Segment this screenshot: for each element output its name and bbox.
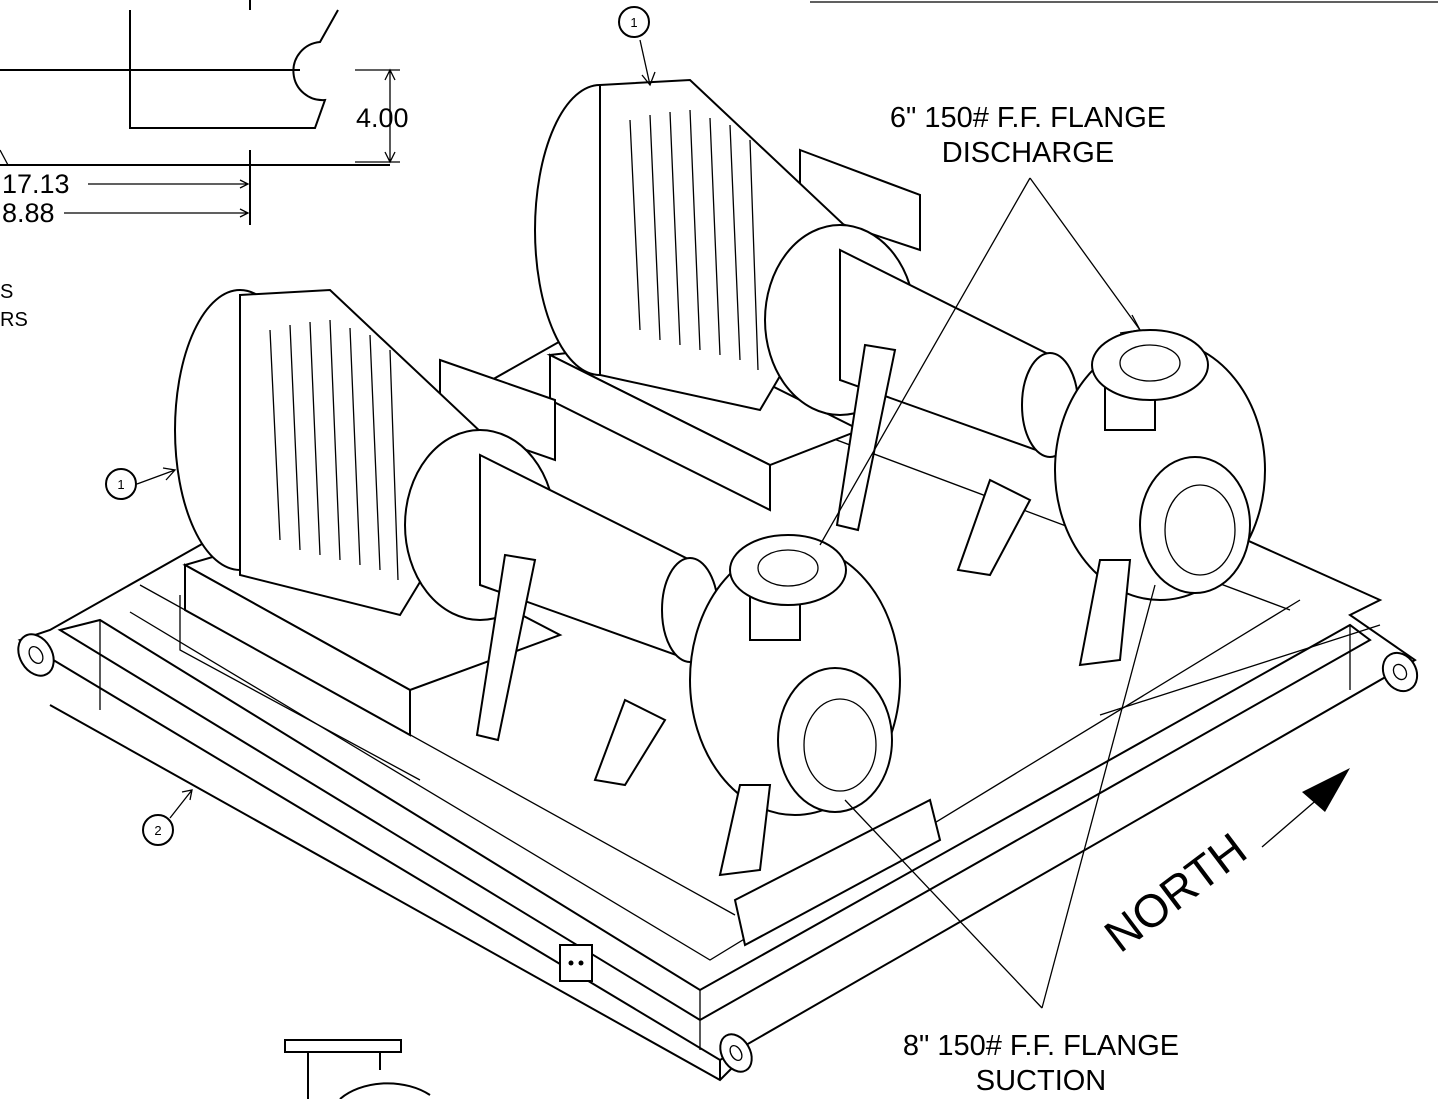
- side-text-line1: S: [0, 281, 13, 303]
- balloon-1-rear-leader: [639, 39, 656, 87]
- discharge-arrowhead-rear: [1119, 314, 1142, 334]
- front-pump-pedestal: [733, 798, 942, 947]
- discharge-label-line2: DISCHARGE: [942, 137, 1114, 169]
- north-arrow-head: [1302, 768, 1350, 812]
- height-dimension-text: 4.00: [356, 103, 409, 133]
- rear-pump-set: [534, 78, 1266, 667]
- partial-pump-outline: [307, 1052, 431, 1100]
- dimension-b-text: 8.88: [2, 198, 55, 228]
- front-suction-flange: [777, 667, 893, 813]
- detail-view: 4.00 17.13 8.88 S RS: [0, 0, 409, 331]
- north-label: NORTH: [1095, 822, 1256, 961]
- rear-discharge-bore: [1119, 344, 1181, 382]
- ground-lug-bolt: [568, 960, 574, 966]
- balloon-motor-front-text: 1: [117, 477, 124, 492]
- front-pump-foot: [718, 784, 772, 877]
- dimension-a-text: 17.13: [2, 169, 70, 199]
- rear-pump-foot: [1078, 559, 1132, 667]
- suction-label-line2: SUCTION: [976, 1065, 1107, 1097]
- balloon-skid: [142, 814, 174, 846]
- partial-flange: [284, 1039, 402, 1053]
- rear-discharge-flange: [1091, 329, 1209, 401]
- side-text-line2: RS: [0, 309, 28, 331]
- lifting-lug-left: [17, 633, 55, 677]
- dimension-b-leader: [64, 208, 250, 218]
- front-suction-bore: [803, 698, 877, 792]
- lifting-lug-right: [1381, 651, 1419, 693]
- balloon-motor-front: [105, 468, 137, 500]
- front-discharge-bore: [757, 549, 819, 587]
- north-arrow-shaft: [1261, 796, 1321, 848]
- detail-outline: [0, 0, 390, 225]
- suction-leaders: [844, 584, 1156, 1009]
- balloon-motor-rear: [618, 6, 650, 38]
- front-support-strap: [475, 553, 537, 742]
- ground-lug-bolt: [578, 960, 584, 966]
- skid-inner-lines: [99, 599, 1351, 1050]
- discharge-label-line1: 6" 150# F.F. FLANGE: [890, 102, 1166, 134]
- balloon-skid-text: 2: [154, 823, 161, 838]
- discharge-leaders: [819, 177, 1141, 546]
- suction-label-line1: 8" 150# F.F. FLANGE: [903, 1030, 1179, 1062]
- front-pump-set: [174, 288, 942, 947]
- callout-leaders: [136, 39, 1156, 1009]
- lug-hole-left: [28, 645, 44, 665]
- balloon-1-front-leader: [136, 467, 177, 485]
- front-pump-foot-back: [593, 698, 667, 787]
- height-dimension-line: [355, 68, 400, 164]
- front-discharge-flange: [729, 534, 847, 606]
- ground-lug: [559, 944, 593, 982]
- balloon-motor-rear-text: 1: [630, 15, 637, 30]
- detail-tick: [0, 149, 9, 166]
- lifting-lug-front: [719, 1033, 753, 1073]
- skid-cross-members: [139, 339, 1381, 916]
- rear-suction-bore: [1164, 484, 1236, 576]
- lug-hole-front: [729, 1044, 743, 1062]
- rear-motor-pedestal-side: [549, 353, 771, 512]
- front-motor-cooling-fins: [269, 319, 399, 581]
- rear-pump-foot-back: [956, 478, 1032, 577]
- rear-support-strap: [835, 343, 897, 532]
- front-motor-pedestal-side: [184, 563, 411, 737]
- balloon-2-leader: [169, 789, 193, 819]
- rear-motor-cooling-fins: [629, 109, 759, 371]
- lug-hole-right: [1392, 663, 1408, 681]
- rear-suction-flange: [1139, 456, 1251, 594]
- dimension-a-leader: [88, 179, 250, 189]
- partial-pump-view: [284, 1039, 431, 1100]
